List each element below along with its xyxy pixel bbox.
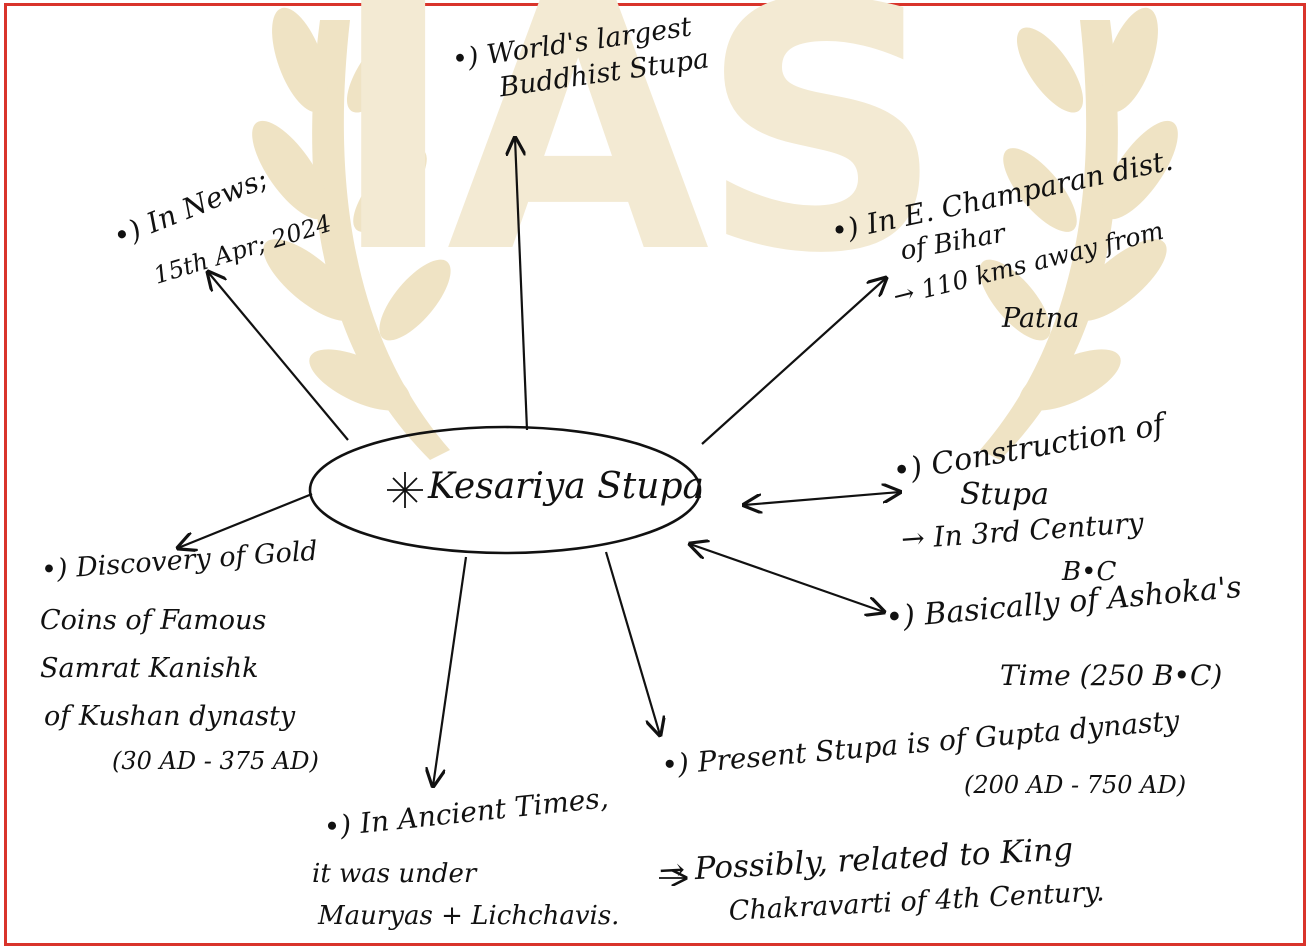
note-location-4: Patna [1002, 303, 1080, 334]
note-coins-5: (30 AD - 375 AD) [112, 747, 319, 775]
note-coins-3: Samrat Kanishk [40, 653, 259, 684]
arrow-largest-stupa [515, 138, 529, 431]
central-ellipse [308, 425, 702, 555]
note-coins-4: of Kushan dynasty [44, 701, 296, 732]
arrow-construction [744, 492, 900, 505]
note-ancient-2: it was under [312, 859, 477, 889]
note-ashoka-2: Time (250 B•C) [1000, 659, 1223, 692]
sparkle-icon [387, 472, 423, 508]
note-construction-4: B•C [1062, 557, 1117, 587]
note-coins-2: Coins of Famous [40, 605, 267, 636]
red-border-frame [4, 3, 1306, 946]
ias-watermark: IAS [330, 0, 945, 328]
note-construction-2: Stupa [960, 477, 1050, 512]
note-gupta-2: (200 AD - 750 AD) [964, 771, 1187, 799]
laurel-left-watermark [252, 7, 451, 460]
arrow-coins [178, 492, 313, 548]
arrow-ashoka [690, 544, 884, 612]
arrow-in-news [208, 272, 349, 441]
note-ancient-3: Mauryas + Lichchavis. [318, 901, 620, 931]
arrow-ancient [433, 556, 468, 786]
laurel-right-watermark [979, 7, 1178, 460]
arrow-location [701, 278, 886, 445]
arrow-gupta [604, 551, 660, 735]
central-topic: Kesariya Stupa [428, 466, 704, 507]
